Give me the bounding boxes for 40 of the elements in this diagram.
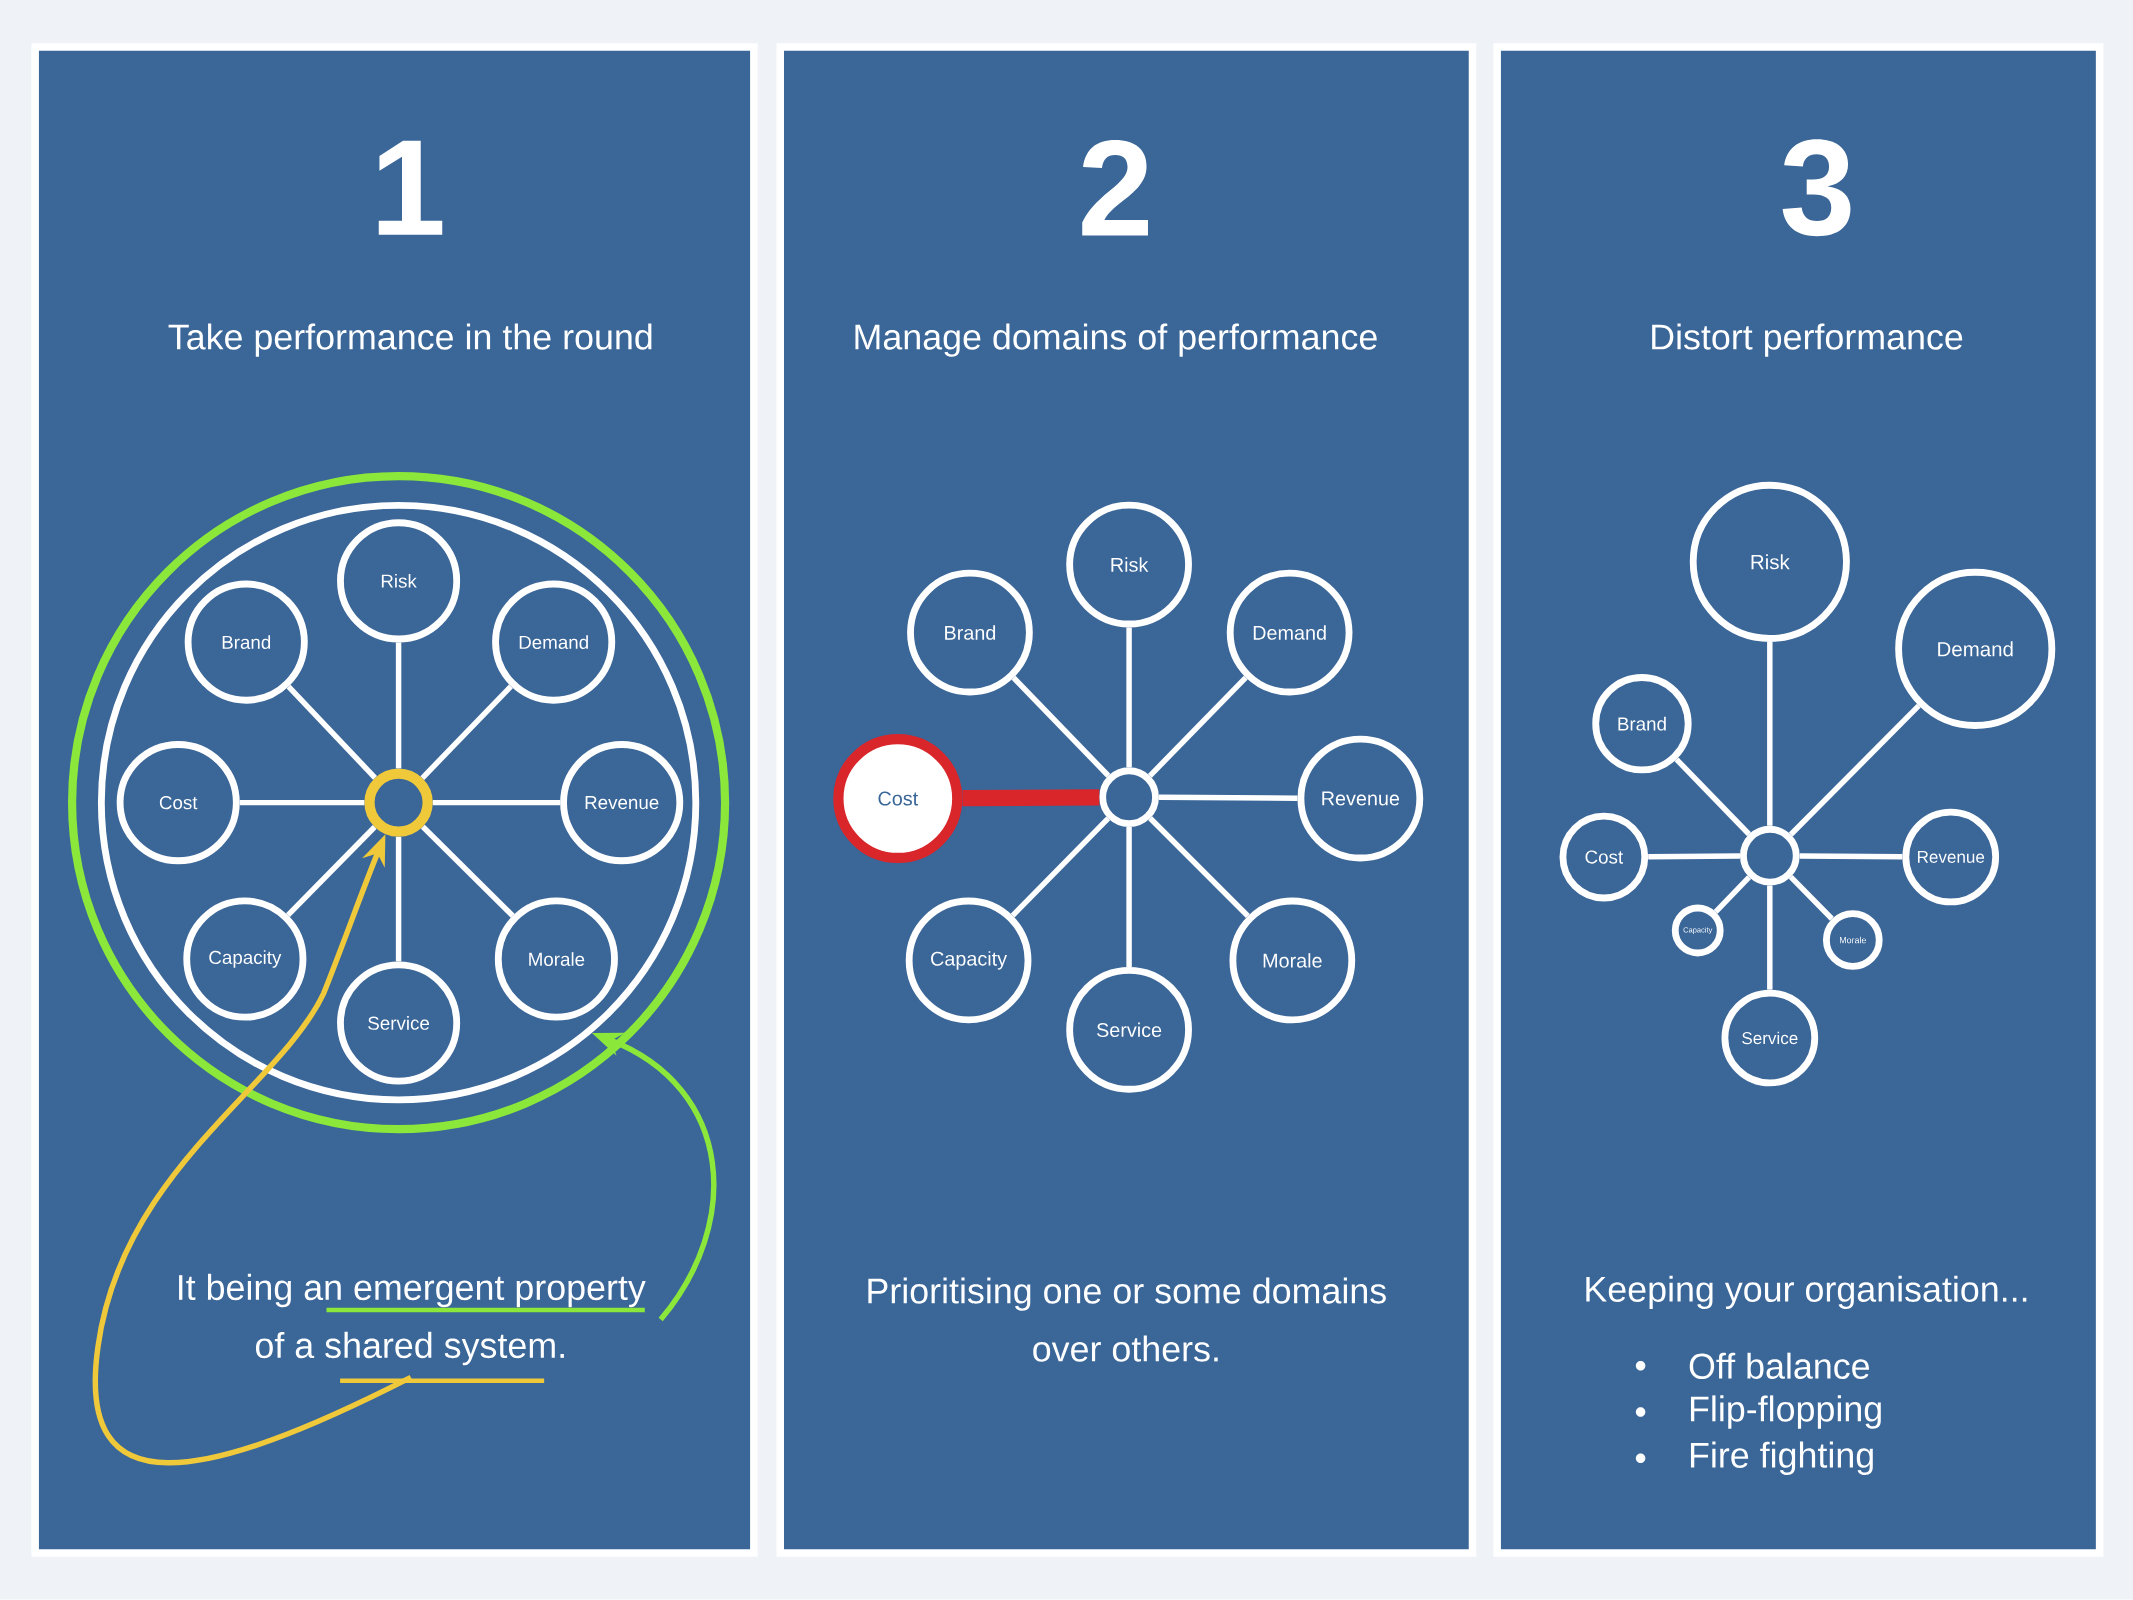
spoke-line (1126, 827, 1132, 968)
spoke-line (420, 684, 513, 781)
spoke-line (1010, 816, 1111, 918)
annotation-text: It being an emergent property of a shared system. (179, 1273, 646, 1366)
spoke-line (1126, 627, 1132, 768)
ring-circle (97, 502, 700, 1104)
spoke-line (1147, 675, 1248, 778)
spoke-line (1713, 875, 1752, 914)
panel-title: Distort performance (1652, 323, 1963, 357)
list-item: Flip-flopping (1690, 1395, 1881, 1429)
spoke-line (432, 800, 561, 806)
spoke-line (1767, 642, 1773, 826)
spoke-line (1767, 885, 1773, 990)
hub-circle (364, 768, 433, 837)
panel-title: Manage domains of performance (855, 323, 1377, 357)
panel-number: 1 (378, 140, 443, 235)
spoke-line (420, 824, 515, 918)
spoke-line (286, 825, 377, 918)
spoke-line (1799, 853, 1903, 860)
panel-number: 2 (1082, 140, 1148, 236)
spoke-line (1158, 794, 1298, 801)
list-item: Fire fighting (1690, 1441, 1873, 1476)
spoke-line (1148, 816, 1250, 919)
spoke-line (395, 642, 402, 769)
spoke-line (1648, 853, 1741, 860)
panel-text: Prioritising one or some domains over others. (868, 1277, 1386, 1362)
spoke-line (395, 836, 402, 962)
spoke-line (239, 800, 365, 806)
spoke-line (1011, 675, 1111, 778)
panel-number: 3 (1782, 139, 1851, 237)
panel-title: Take performance in the round (168, 323, 652, 357)
list-item: Off balance (1689, 1352, 1869, 1380)
spoke-line (962, 789, 1100, 807)
spoke-line (1674, 757, 1752, 837)
hub-circle (1740, 825, 1800, 886)
spoke-line (286, 684, 377, 780)
spoke-line (1788, 875, 1834, 921)
spoke-line (1788, 703, 1921, 837)
panel-text: Keeping your organisation... (1586, 1275, 2027, 1310)
hub-circle (1099, 767, 1159, 828)
